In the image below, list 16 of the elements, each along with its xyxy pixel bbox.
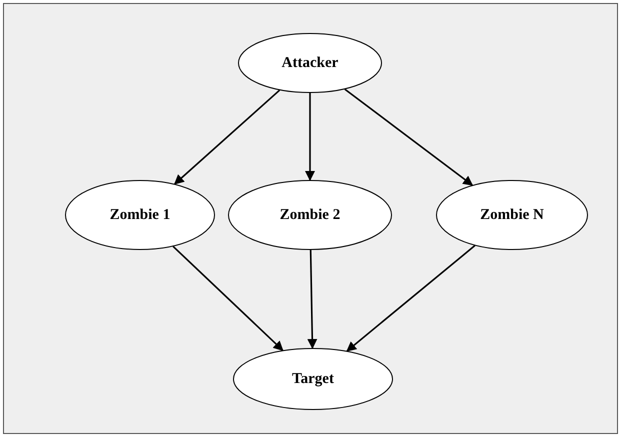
ellipse-node [238,33,382,93]
node-label: Zombie 2 [280,206,340,224]
arrow [346,244,476,352]
arrow [307,250,318,349]
arrow [305,93,315,181]
ellipse-node [228,180,392,250]
node-label: Attacker [282,54,338,72]
node-label: Zombie N [480,206,544,224]
ellipse-node [233,348,393,410]
ellipse-node [65,180,215,250]
arrow [172,246,284,351]
node-label: Target [292,370,334,388]
node-label: Zombie 1 [110,206,170,224]
arrow [344,88,474,186]
ellipse-node [436,180,588,250]
arrow [174,90,280,185]
